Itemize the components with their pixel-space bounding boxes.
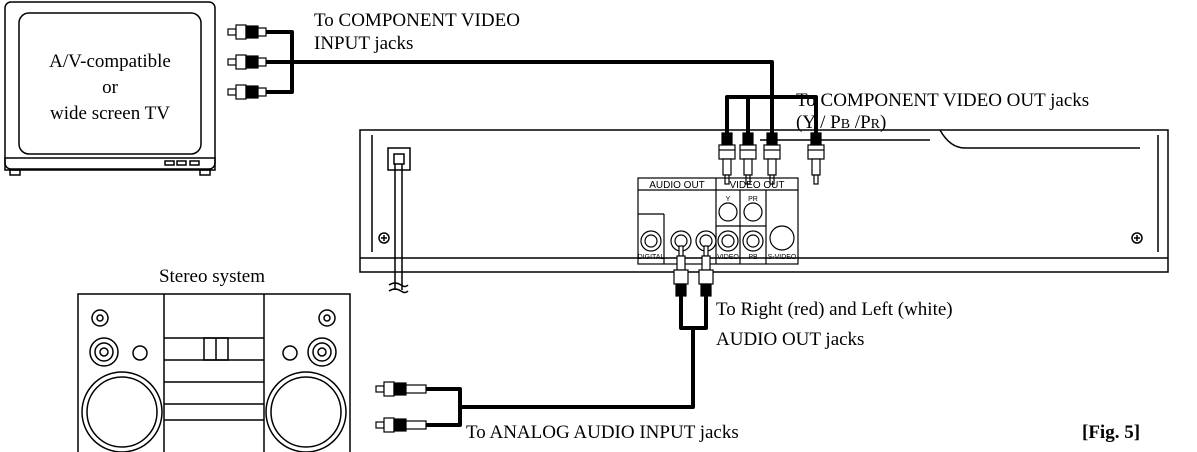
- component-out-label-line1: To COMPONENT VIDEO OUT jacks: [796, 90, 1089, 111]
- stereo-system: [77, 293, 351, 452]
- audio-out-label-line1: To Right (red) and Left (white): [716, 299, 953, 320]
- component-out-part-c: /P: [850, 112, 871, 133]
- component-out-part-d: R: [871, 117, 881, 132]
- audio-cable: [425, 296, 708, 427]
- component-out-part-b: B: [841, 117, 850, 132]
- jack-pb-label: PB: [748, 254, 758, 261]
- tv-label-line2: or: [102, 77, 119, 98]
- jack-video-label: VIDEO: [717, 254, 739, 261]
- jack-svideo-label: S-VIDEO: [768, 254, 797, 261]
- component-input-label-line1: To COMPONENT VIDEO: [314, 10, 520, 31]
- jack-y-label: Y: [726, 196, 731, 203]
- audio-out-panel-label: AUDIO OUT: [649, 180, 705, 191]
- audio-out-label-line2: AUDIO OUT jacks: [716, 329, 864, 350]
- tv-rca-plugs: [227, 24, 267, 100]
- figure-label: [Fig. 5]: [1082, 422, 1140, 443]
- tv: [4, 1, 216, 176]
- tv-label-line1: A/V-compatible: [49, 51, 171, 72]
- stereo-system-label: Stereo system: [159, 266, 265, 287]
- player-component-plugs: [718, 132, 825, 185]
- component-out-label-line2: (Y / PB /PR): [796, 112, 886, 133]
- analog-audio-input-label: To ANALOG AUDIO INPUT jacks: [466, 422, 739, 443]
- audio-out-plugs: [673, 245, 714, 297]
- jack-pr-label: PR: [748, 196, 758, 203]
- player-rear-panel: [359, 129, 1169, 273]
- component-video-cable: [265, 30, 818, 133]
- video-out-panel-label: VIDEO OUT: [729, 180, 784, 191]
- power-cord: [388, 164, 409, 294]
- component-out-part-e: ): [880, 112, 886, 133]
- jack-digital-label: DIGITAL: [638, 254, 665, 261]
- component-out-part-a: (Y / P: [796, 112, 841, 133]
- tv-label-line3: wide screen TV: [50, 103, 170, 124]
- component-input-label-line2: INPUT jacks: [314, 33, 413, 54]
- stereo-rca-plugs: [375, 381, 427, 433]
